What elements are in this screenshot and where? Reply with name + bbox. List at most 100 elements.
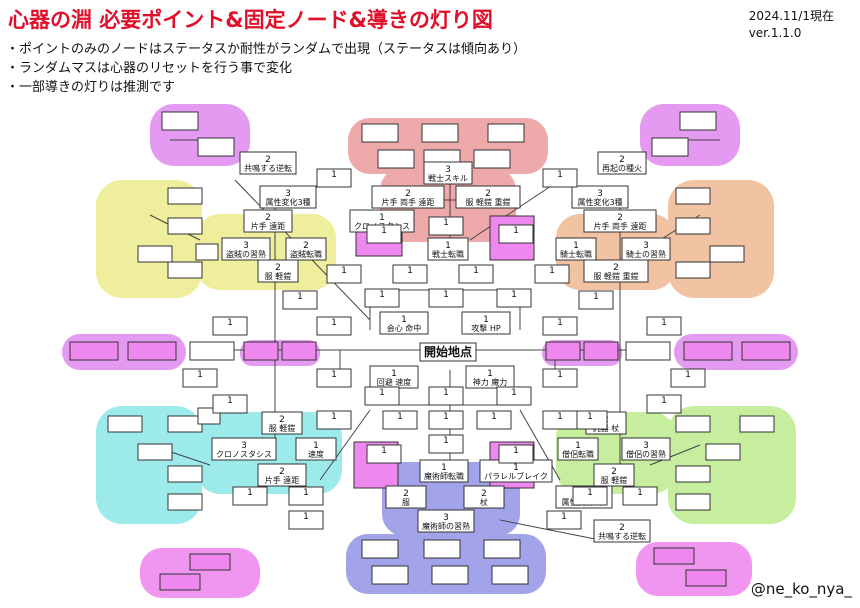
labeled-node: 2片手 両手 遠距 — [371, 185, 445, 209]
credit-handle: @ne_ko_nya_ — [750, 580, 852, 598]
labeled-node-box — [257, 463, 307, 487]
plain-node: 1 — [364, 386, 400, 406]
node-points: 1 — [331, 370, 337, 380]
node-label: 服 軽鎧 — [601, 475, 628, 485]
plain-node-box — [428, 386, 464, 406]
node-points: 1 — [331, 412, 337, 422]
plain-node: 1 — [646, 394, 682, 414]
node — [705, 443, 741, 461]
labeled-node: 1速度 — [295, 437, 337, 461]
node-points: 1 — [557, 412, 563, 422]
plain-node: 1 — [316, 316, 352, 336]
node-points: 1 — [443, 218, 449, 228]
labeled-node-box — [417, 509, 475, 533]
plain-node: 1 — [316, 368, 352, 388]
node-points: 2 — [279, 415, 285, 425]
node — [739, 415, 775, 433]
node-points: 3 — [443, 513, 449, 523]
node — [421, 123, 459, 143]
node-points: 1 — [473, 266, 479, 276]
plain-node-box — [496, 288, 532, 308]
node-label: 片手 遠距 — [251, 221, 286, 231]
node-points: 1 — [397, 412, 403, 422]
plain-node-box — [326, 264, 362, 284]
plain-node: 1 — [496, 386, 532, 406]
plain-node-box — [498, 444, 534, 464]
node-points: 1 — [247, 488, 253, 498]
plain-node-box — [212, 394, 248, 414]
node-points: 1 — [491, 412, 497, 422]
node — [685, 569, 727, 587]
note-item: ・一部導きの灯りは推測です — [6, 80, 176, 95]
node-points: 1 — [401, 315, 407, 325]
node — [195, 243, 219, 261]
node-points: 1 — [587, 488, 593, 498]
node-points: 1 — [685, 370, 691, 380]
node-points: 1 — [379, 290, 385, 300]
node-label: 片手 遠距 — [265, 475, 300, 485]
node-points: 1 — [573, 241, 579, 251]
node-points: 1 — [441, 463, 447, 473]
labeled-node: 1会心 命中 — [379, 311, 429, 335]
plain-node-box — [316, 316, 352, 336]
node-points: 1 — [227, 318, 233, 328]
plain-node: 1 — [428, 434, 464, 454]
node-label: 騎士の習熟 — [626, 249, 666, 259]
node-points: 2 — [265, 155, 271, 165]
plain-node: 1 — [476, 410, 512, 430]
node-label: 僧侶の習熟 — [626, 449, 666, 459]
labeled-node-box — [211, 437, 277, 461]
node-points: 2 — [611, 467, 617, 477]
plain-node: 1 — [366, 224, 402, 244]
plain-node: 1 — [316, 168, 352, 188]
labeled-node-box — [427, 237, 469, 261]
labeled-node: 1攻撃 HP — [461, 311, 511, 335]
node — [431, 565, 469, 585]
node-points: 2 — [619, 155, 625, 165]
plain-node: 1 — [542, 368, 578, 388]
start-node — [419, 342, 477, 362]
node — [281, 341, 317, 361]
plain-node: 1 — [578, 290, 614, 310]
page-title: 心器の淵 必要ポイント&固定ノード&導きの灯り図 — [8, 8, 493, 32]
node-label: 服 軽鎧 重鎧 — [593, 271, 638, 281]
plain-node: 1 — [458, 264, 494, 284]
node-points: 1 — [557, 370, 563, 380]
node-label: 服 軽鎧 重鎧 — [465, 197, 510, 207]
plain-node: 1 — [428, 386, 464, 406]
node-points: 1 — [513, 446, 519, 456]
plain-node-box — [542, 368, 578, 388]
note-item: ・ランダムマスは心器のリセットを行う事で変化 — [6, 61, 293, 76]
node-points: 2 — [279, 467, 285, 477]
node-label: 攻撃 HP — [471, 323, 501, 333]
node — [423, 539, 461, 559]
labeled-node: 2片手 両手 遠距 — [583, 209, 657, 233]
node-label: 魔術師転職 — [424, 471, 464, 481]
plain-node: 1 — [316, 410, 352, 430]
labeled-node-box — [385, 485, 427, 509]
node-points: 2 — [303, 241, 309, 251]
labeled-node-box — [423, 161, 473, 185]
node — [161, 111, 199, 131]
node-points: 1 — [303, 488, 309, 498]
plain-node-box — [428, 288, 464, 308]
node-points: 2 — [405, 189, 411, 199]
node-points: 1 — [445, 241, 451, 251]
node-points: 2 — [275, 263, 281, 273]
node-label: 僧侶転職 — [562, 449, 594, 459]
node-points: 3 — [643, 441, 649, 451]
plain-node: 1 — [572, 486, 608, 506]
plain-node: 1 — [392, 264, 428, 284]
labeled-node-box — [243, 209, 293, 233]
node-points: 1 — [381, 446, 387, 456]
plain-node: 1 — [382, 410, 418, 430]
labeled-node-box — [261, 411, 303, 435]
node-points: 3 — [243, 241, 249, 251]
node-label: パラレルブレイク — [484, 471, 548, 481]
node — [167, 261, 203, 279]
plain-node-box — [498, 224, 534, 244]
